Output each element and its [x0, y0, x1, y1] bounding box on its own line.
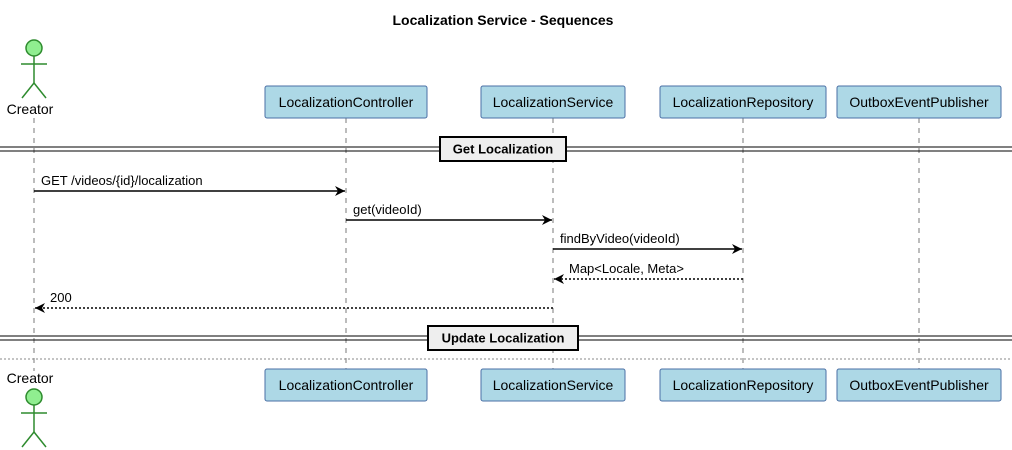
participant-box	[659, 85, 827, 119]
message-4: Map<Locale, Meta>	[554, 261, 743, 284]
message-2: get(videoId)	[346, 202, 552, 225]
divider-box	[427, 325, 579, 351]
section-divider-2: Update Localization	[0, 325, 1012, 351]
participant-label: LocalizationService	[493, 94, 614, 110]
message-3: findByVideo(videoId)	[553, 231, 742, 254]
actor-head	[25, 39, 43, 57]
participant-publisher-top: OutboxEventPublisher	[836, 85, 1002, 119]
diagram-title: Localization Service - Sequences	[393, 12, 614, 28]
message-label: findByVideo(videoId)	[560, 231, 680, 246]
participant-box	[480, 85, 626, 119]
participant-box	[836, 85, 1002, 119]
participant-label: LocalizationController	[279, 94, 414, 110]
actor-head	[25, 388, 43, 406]
divider-box	[439, 136, 567, 162]
participant-heads: CreatorCreatorLocalizationControllerLoca…	[7, 39, 1002, 448]
divider-label: Get Localization	[453, 142, 553, 157]
participant-service-bottom: LocalizationService	[480, 368, 626, 402]
divider-label: Update Localization	[442, 331, 565, 346]
actor-label: Creator	[7, 370, 54, 386]
message-label: GET /videos/{id}/localization	[41, 173, 203, 188]
message-1: GET /videos/{id}/localization	[34, 173, 345, 196]
participant-label: LocalizationController	[279, 377, 414, 393]
message-label: Map<Locale, Meta>	[569, 261, 684, 276]
participant-controller-bottom: LocalizationController	[264, 368, 428, 402]
message-label: 200	[50, 290, 72, 305]
actor-label: Creator	[7, 101, 54, 117]
participant-label: LocalizationService	[493, 377, 614, 393]
participant-label: LocalizationRepository	[673, 377, 814, 393]
participant-repository-bottom: LocalizationRepository	[659, 368, 827, 402]
participant-label: OutboxEventPublisher	[849, 377, 989, 393]
participant-box	[264, 85, 428, 119]
participant-label: LocalizationRepository	[673, 94, 814, 110]
message-5: 200	[35, 290, 553, 313]
message-label: get(videoId)	[353, 202, 422, 217]
participant-box	[659, 368, 827, 402]
participant-box	[836, 368, 1002, 402]
actor-creator-bottom: Creator	[7, 370, 54, 448]
actor-creator-top: Creator	[7, 39, 54, 117]
participant-service-top: LocalizationService	[480, 85, 626, 119]
participant-repository-top: LocalizationRepository	[659, 85, 827, 119]
participant-box	[480, 368, 626, 402]
participant-controller-top: LocalizationController	[264, 85, 428, 119]
section-divider-1: Get Localization	[0, 136, 1012, 162]
participant-box	[264, 368, 428, 402]
messages: GET /videos/{id}/localization get(videoId…	[34, 173, 743, 313]
participant-label: OutboxEventPublisher	[849, 94, 989, 110]
participant-publisher-bottom: OutboxEventPublisher	[836, 368, 1002, 402]
